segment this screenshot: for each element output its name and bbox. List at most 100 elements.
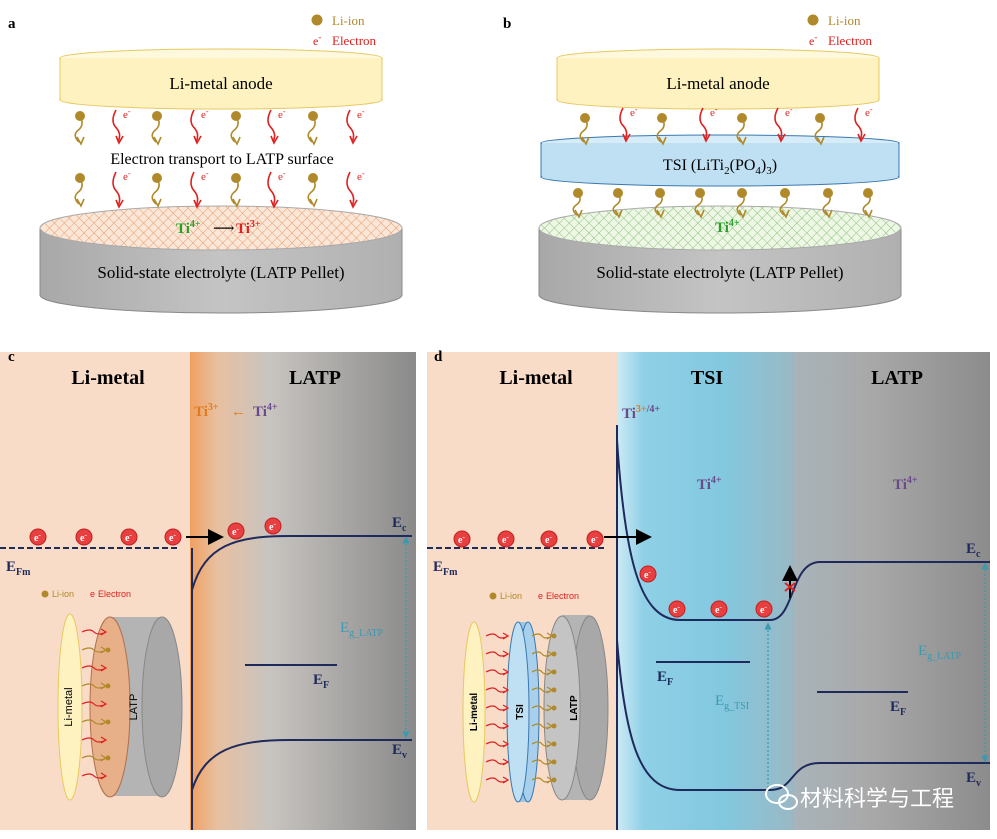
electron-arrow-icon — [485, 668, 510, 676]
legend-li-ion: Li-ion — [828, 13, 861, 28]
eg-latp-label: Eg_LATP — [340, 620, 384, 639]
li-ion-icon — [531, 758, 557, 766]
li-ion-icon — [531, 722, 557, 730]
li-ion-icon — [151, 111, 162, 146]
svg-text:e-: e- — [545, 533, 552, 546]
ef-latp-label: EF — [890, 699, 906, 718]
electron-arrow-icon — [485, 776, 510, 784]
eg-tsi-label: Eg_TSI — [715, 693, 749, 712]
svg-text:e-: e- — [502, 533, 509, 546]
li-ion-icon — [489, 592, 497, 600]
ec-label: Ec — [392, 515, 407, 534]
panel-b-letter: b — [503, 16, 511, 32]
electron-arrow-icon — [81, 700, 108, 708]
electron-arrow-icon: e- — [112, 169, 131, 209]
inset-schematic: Li-ion e Electron Li-metal TSI LATP — [462, 591, 609, 803]
electron-label: e- — [278, 107, 286, 121]
inset-li-metal — [462, 621, 486, 803]
svg-text:e-: e- — [34, 531, 41, 544]
latp-pellet: Solid-state electrolyte (LATP Pellet) — [538, 205, 902, 314]
wechat-icon — [765, 784, 798, 810]
svg-text:e-: e- — [458, 533, 465, 546]
electron-icon: e- — [453, 530, 471, 548]
electron-arrow-icon: e- — [112, 107, 131, 145]
svg-text:e-: e- — [125, 531, 132, 544]
electron-label: e- — [123, 107, 131, 121]
inset-li-metal — [57, 613, 83, 801]
electron-label: e- — [278, 169, 286, 183]
electron-label: e- — [865, 105, 873, 119]
legend-electron: Electron — [828, 33, 873, 48]
electron-icon: e- — [497, 530, 515, 548]
electron-arrow-icon: e- — [346, 169, 365, 209]
svg-text:e-: e- — [80, 531, 87, 544]
li-ion-icon — [151, 173, 162, 208]
reduction-arrow: ⟶ — [213, 221, 235, 237]
li-ion-icon — [531, 776, 557, 784]
li-ion-icon — [531, 668, 557, 676]
svg-text:e-: e- — [715, 603, 722, 616]
inset-tsi-label: TSI — [515, 704, 526, 720]
electron-arrow-icon — [485, 704, 510, 712]
tsi-heading: TSI — [691, 367, 723, 389]
panel-d: d Li-metal TSI LATP Ti3+/4+ Ti4+ Ti4+ Ec… — [427, 349, 990, 830]
legend-e: e- — [313, 32, 321, 48]
li-ion-legend-icon — [311, 14, 323, 26]
ti4-label: Ti4+ — [715, 218, 740, 236]
electron-arrow-icon: e- — [267, 169, 286, 209]
electron-arrow-icon — [81, 736, 108, 744]
li-ion-icon — [579, 113, 590, 146]
inset-legend-li: Li-ion — [52, 589, 74, 599]
ef-tsi-label: EF — [657, 669, 673, 688]
anode-disk: Li-metal anode — [59, 48, 383, 110]
eg-latp-label: Eg_LATP — [918, 643, 962, 662]
valence-band — [191, 739, 412, 791]
li-ion-icon — [862, 188, 873, 219]
ti3-label: Ti3+ — [236, 219, 261, 237]
li-ion-icon — [531, 632, 557, 640]
ti4-tsi-label: Ti4+ — [697, 475, 722, 493]
li-ion-icon — [81, 646, 111, 654]
electron-icon: e- — [264, 517, 282, 535]
panel-c: c Li-metal LATP Ti3+ ← Ti4+ Ec EFm Eg_LA… — [0, 349, 416, 830]
ti4-latp-label: Ti4+ — [893, 475, 918, 493]
li-ion-icon — [736, 113, 747, 146]
electron-icon: e- — [120, 528, 138, 546]
electron-arrow-icon: e- — [190, 169, 209, 209]
panel-a-letter: a — [8, 16, 16, 32]
electron-arrow-icon: e- — [854, 105, 873, 143]
latp-heading: LATP — [871, 367, 923, 389]
ev-label: Ev — [392, 742, 407, 761]
latp-pellet: Solid-state electrolyte (LATP Pellet) — [39, 205, 403, 314]
li-ion-icon — [814, 113, 825, 146]
svg-text:e-: e- — [269, 520, 276, 533]
panel-c-letter: c — [8, 349, 15, 365]
watermark-text: 材料科学与工程 — [800, 786, 954, 811]
valence-band — [616, 639, 990, 791]
anode-disk: Li-metal anode — [556, 48, 880, 110]
li-ion-icon — [822, 188, 833, 219]
inset-latp-label: LATP — [569, 695, 580, 721]
electron-arrow-icon — [485, 686, 510, 694]
li-ion-icon — [654, 188, 665, 219]
li-ion-icon — [612, 188, 623, 219]
anode-label: Li-metal anode — [666, 74, 769, 93]
electron-icon: e- — [227, 522, 245, 540]
svg-text:e-: e- — [169, 531, 176, 544]
electron-icon: e- — [755, 600, 773, 618]
electron-label: e- — [123, 169, 131, 183]
electron-label: e- — [710, 105, 718, 119]
inset-legend-electron: Electron — [546, 591, 579, 601]
li-ion-icon — [230, 173, 241, 208]
efm-label: EFm — [6, 559, 31, 578]
ti4-label: Ti4+ — [176, 219, 201, 237]
inset-latp-label: LATP — [128, 694, 140, 721]
electron-label: e- — [785, 105, 793, 119]
svg-text:e-: e- — [644, 568, 651, 581]
inset-latp — [89, 616, 131, 798]
svg-text:e-: e- — [232, 525, 239, 538]
electron-arrow-icon — [485, 740, 510, 748]
ev-label: Ev — [966, 770, 981, 789]
particle-group: e-e-e-e-e-e-e-e- — [74, 107, 365, 209]
